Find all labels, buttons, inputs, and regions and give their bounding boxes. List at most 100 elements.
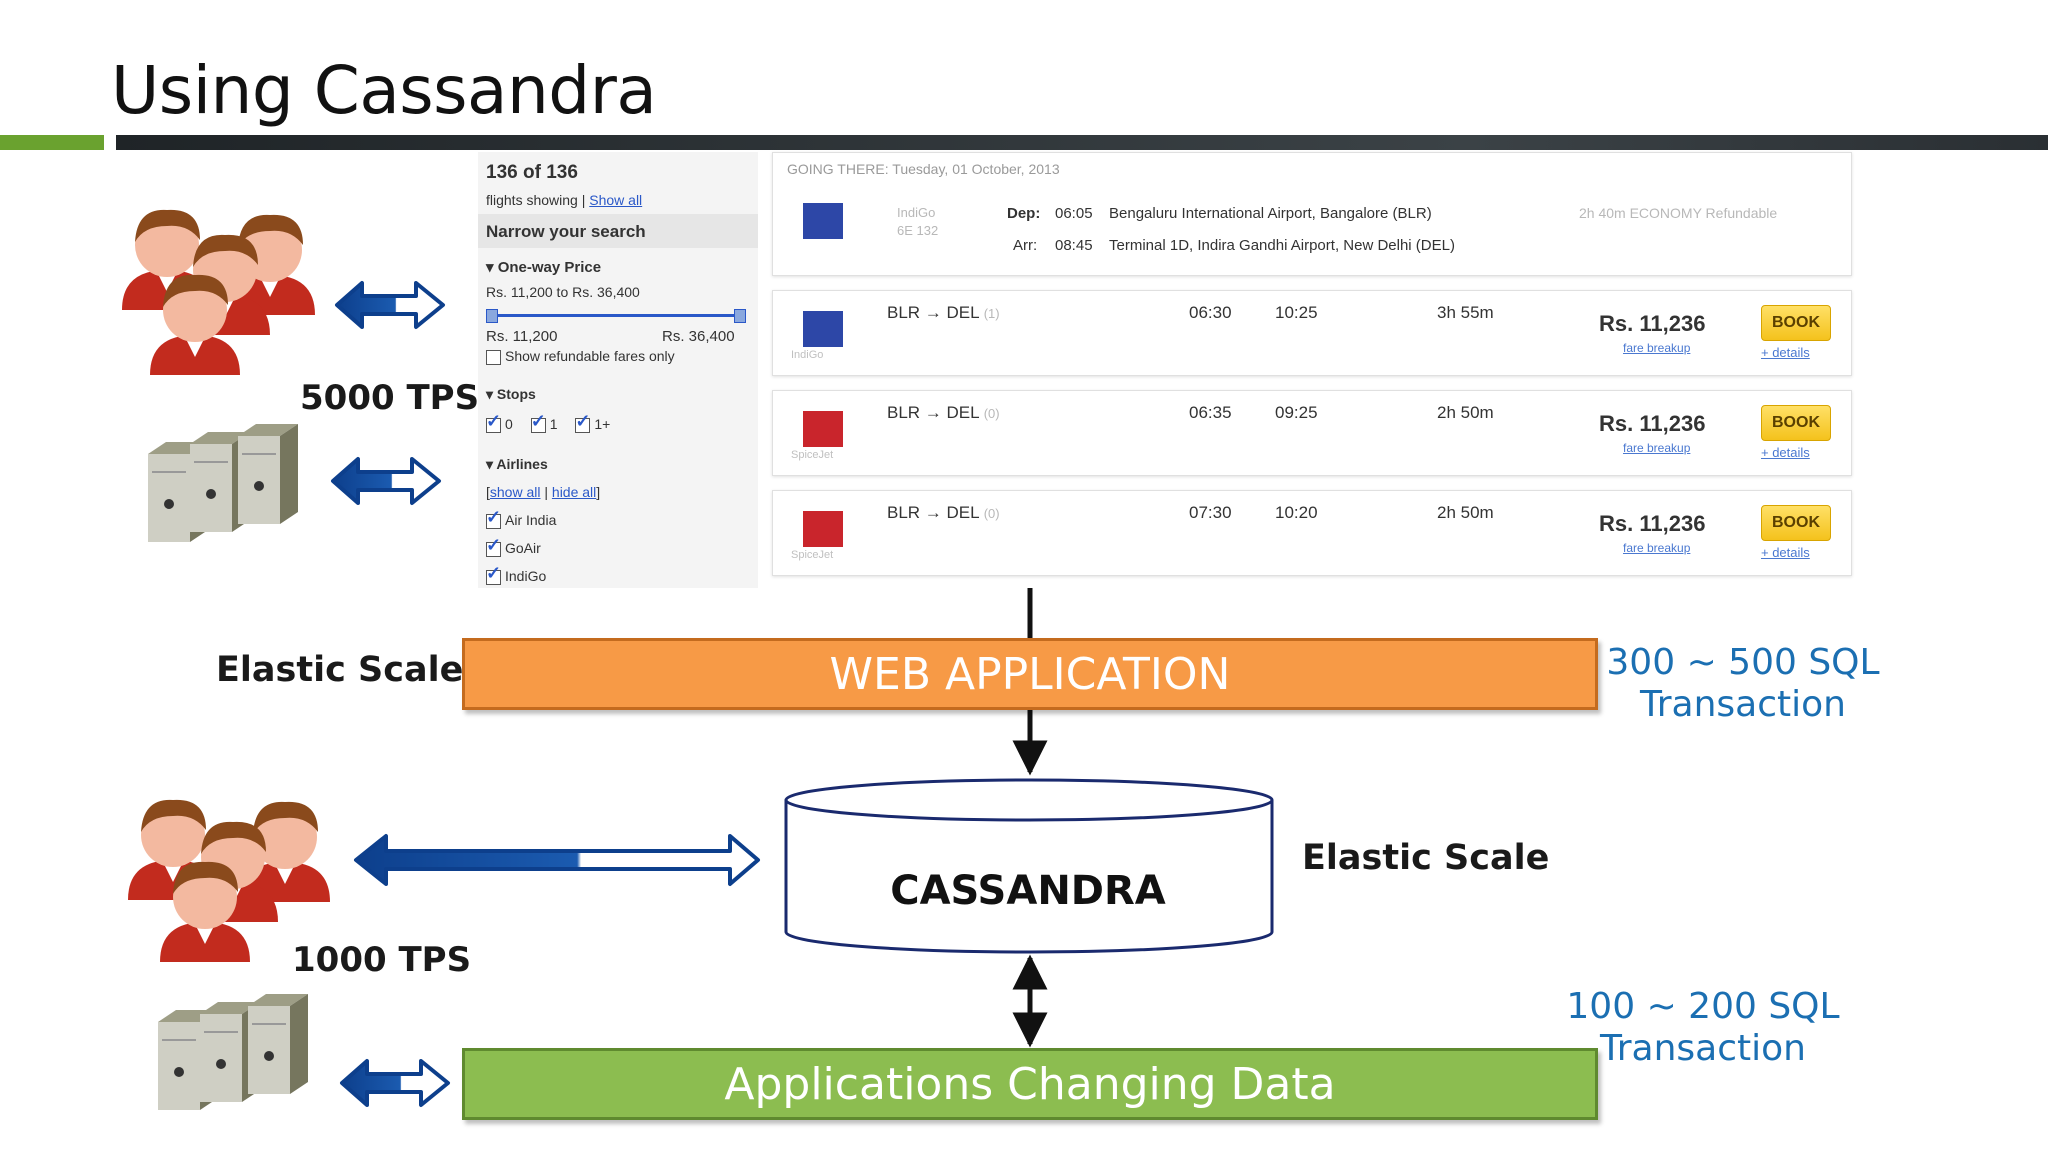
app-sql-transaction-label: 100 ~ 200 SQL Transaction [1558,986,1848,1070]
search-filter-sidebar: 136 of 136 flights showing | Show all Na… [478,152,758,588]
arr-airport: Terminal 1D, Indira Gandhi Airport, New … [1109,237,1455,254]
book-button[interactable]: BOOK [1761,405,1831,441]
result-arr-time: 10:25 [1275,303,1318,322]
web-sql-line2: Transaction [1640,684,1846,725]
double-arrow-top-servers [331,457,441,505]
stops-header-text: Stops [496,386,536,402]
tps-label-bottom: 1000 TPS [292,940,472,980]
stops-1-checkbox[interactable] [530,411,546,433]
result-arr-time: 09:25 [1275,403,1318,422]
flights-showing: flights showing | Show all [486,192,642,208]
result-route: BLR → DEL (0) [887,403,1000,423]
result-duration: 2h 50m [1437,503,1494,522]
book-button[interactable]: BOOK [1761,505,1831,541]
flight-search-screenshot: 136 of 136 flights showing | Show all Na… [478,152,1852,588]
dep-time: 06:05 [1055,205,1093,222]
applications-changing-data-box: Applications Changing Data [462,1048,1598,1120]
stops-options: 0 1 1+ [486,411,611,433]
stops-2-label: 1+ [594,416,611,432]
route-text: BLR → DEL [887,403,979,422]
spicejet-logo-icon [803,511,843,547]
users-group-top-icon [122,209,315,375]
fare-breakup-link[interactable]: fare breakup [1623,341,1691,355]
airline-label: IndiGo [505,568,547,584]
flights-showing-text: flights showing | [486,192,586,208]
stops-1-label: 1 [549,416,558,432]
price-slider-min-handle[interactable] [486,309,498,323]
route-text: BLR → DEL [887,503,979,522]
indigo-logo-icon [803,311,843,347]
dep-airport: Bengaluru International Airport, Bangalo… [1109,205,1432,222]
price-filter-header[interactable]: ▾ One-way Price [486,259,602,276]
airline-checkbox[interactable] [486,535,501,557]
refundable-checkbox[interactable] [486,349,501,365]
route-stops: (0) [983,406,1000,421]
arr-label: Arr: [1013,237,1038,254]
show-all-link[interactable]: Show all [589,192,643,208]
airlines-show-all-link[interactable]: show all [489,484,541,500]
airlines-toggle-links: [show all | hide all] [486,484,601,500]
airline-option[interactable]: IndiGo [486,563,547,585]
cassandra-label: CASSANDRA [890,868,1166,914]
route-text: BLR → DEL [887,303,979,322]
price-slider-max-handle[interactable] [734,309,746,323]
result-arr-time: 10:20 [1275,503,1318,522]
arr-time: 08:45 [1055,237,1093,254]
app-sql-line1: 100 ~ 200 SQL [1566,986,1840,1027]
result-duration: 2h 50m [1437,403,1494,422]
details-link[interactable]: + details [1761,545,1810,560]
double-arrow-cassandra-users [354,834,760,886]
fare-breakup-link[interactable]: fare breakup [1623,541,1691,555]
detail-meta: 2h 40m ECONOMY Refundable [1579,205,1778,221]
fare-breakup-link[interactable]: fare breakup [1623,441,1691,455]
book-button[interactable]: BOOK [1761,305,1831,341]
price-slider-track[interactable] [488,314,742,317]
airline-option[interactable]: GoAir [486,535,541,557]
flight-result-row[interactable]: SpiceJet BLR → DEL (0) 07:30 10:20 2h 50… [772,490,1852,576]
flight-detail-card: GOING THERE: Tuesday, 01 October, 2013 I… [772,152,1852,276]
refundable-filter[interactable]: Show refundable fares only [486,348,675,365]
tps-label-top: 5000 TPS [300,378,480,418]
web-application-box: WEB APPLICATION [462,638,1598,710]
airline-checkbox[interactable] [486,507,501,529]
web-sql-line1: 300 ~ 500 SQL [1606,642,1880,683]
airlines-filter-header[interactable]: ▾ Airlines [486,456,548,472]
result-route: BLR → DEL (0) [887,503,1000,523]
result-airline: SpiceJet [791,449,834,461]
stops-0-checkbox[interactable] [486,411,501,433]
result-price: Rs. 11,236 [1599,311,1706,336]
elastic-scale-web-label: Elastic Scale [216,650,464,690]
accent-bar-green [0,135,104,150]
detail-airline: IndiGo [897,205,936,220]
stops-filter-header[interactable]: ▾ Stops [486,386,536,402]
slider-min-label: Rs. 11,200 [486,328,558,345]
users-group-bottom-icon [128,799,330,962]
flight-result-row[interactable]: SpiceJet BLR → DEL (0) 06:35 09:25 2h 50… [772,390,1852,476]
details-link[interactable]: + details [1761,345,1810,360]
price-header-text: One-way Price [497,259,602,276]
web-sql-transaction-label: 300 ~ 500 SQL Transaction [1598,642,1888,726]
details-link[interactable]: + details [1761,445,1810,460]
indigo-logo-icon [803,203,843,239]
double-arrow-top-users [335,281,445,329]
result-duration: 3h 55m [1437,303,1494,322]
refundable-text: Show refundable fares only [505,348,675,364]
flight-result-row[interactable]: IndiGo BLR → DEL (1) 06:30 10:25 3h 55m … [772,290,1852,376]
route-stops: (0) [983,506,1000,521]
route-stops: (1) [983,306,1000,321]
dep-label: Dep: [1007,205,1041,222]
narrow-band [478,214,758,248]
result-price: Rs. 11,236 [1599,511,1706,536]
spicejet-logo-icon [803,411,843,447]
airline-checkbox[interactable] [486,563,501,585]
narrow-search-header: Narrow your search [486,222,646,241]
result-airline: SpiceJet [791,549,834,561]
airlines-header-text: Airlines [496,456,548,472]
airlines-hide-all-link[interactable]: hide all [551,484,597,500]
airline-option[interactable]: Air India [486,507,556,529]
result-dep-time: 06:30 [1189,303,1232,322]
stops-0-label: 0 [505,416,513,432]
stops-2-checkbox[interactable] [575,411,590,433]
results-count: 136 of 136 [486,162,578,183]
